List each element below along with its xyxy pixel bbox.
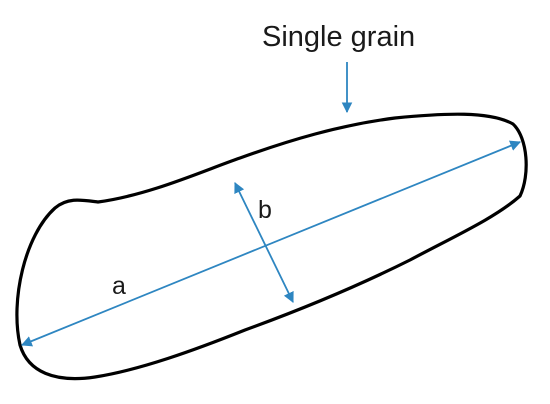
major-axis-label: a — [112, 272, 126, 300]
title-label: Single grain — [262, 21, 415, 53]
major-axis-arrow — [20, 140, 522, 347]
minor-axis-arrow — [234, 182, 294, 303]
minor-axis-label: b — [258, 196, 272, 224]
grain-outline — [15, 112, 528, 381]
